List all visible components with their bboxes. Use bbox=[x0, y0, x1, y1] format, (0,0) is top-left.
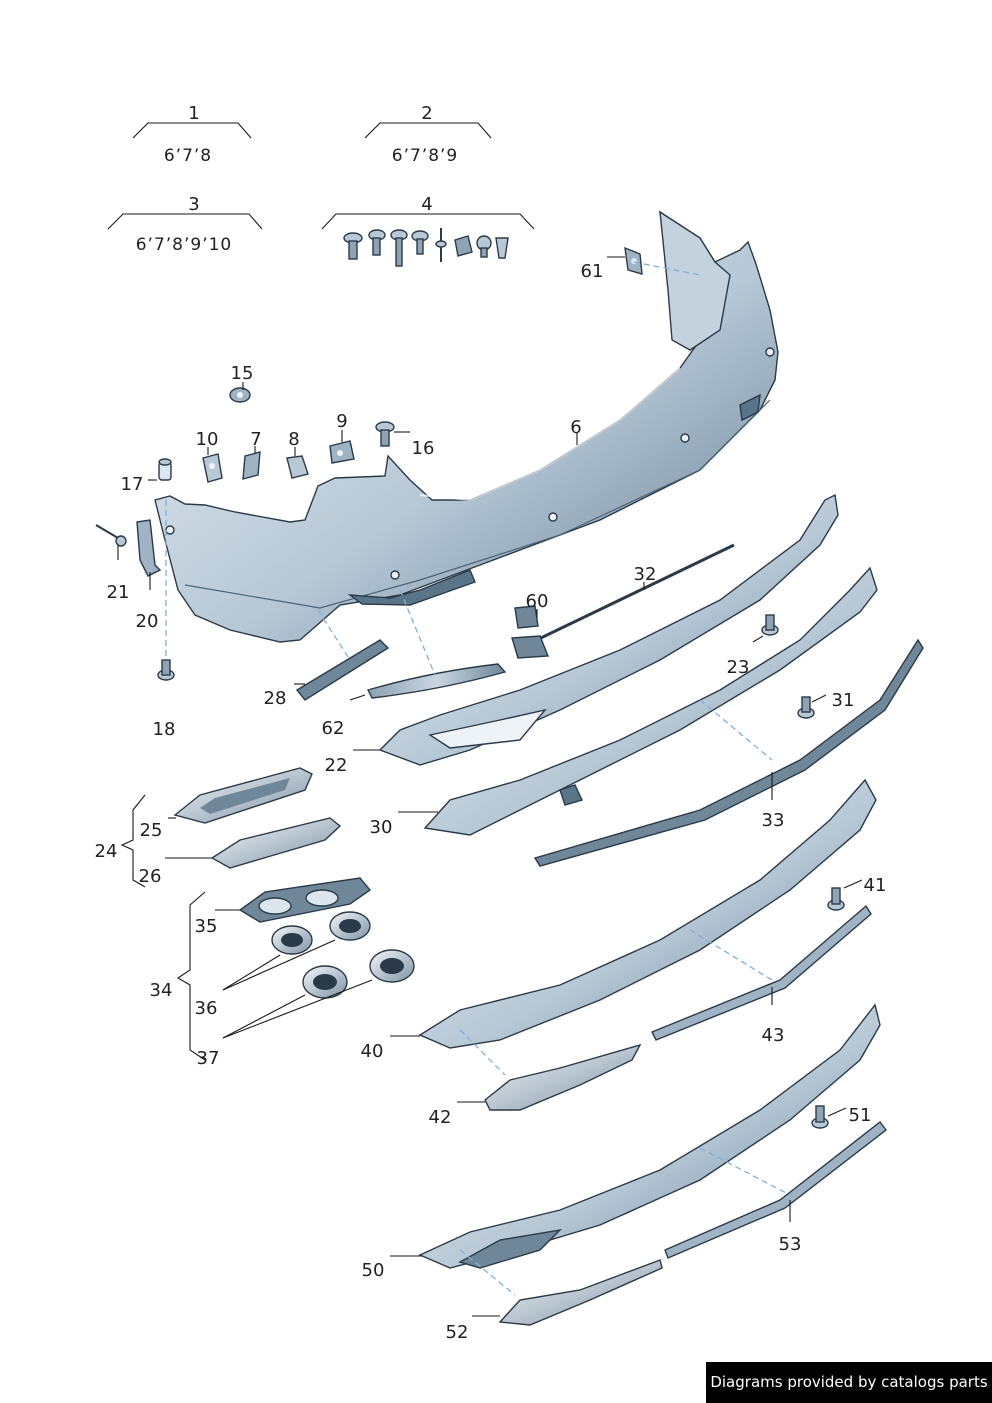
part-22-diffuser bbox=[378, 493, 839, 766]
group-bracket-4: 4 bbox=[321, 194, 535, 230]
callout-35: 35 bbox=[195, 916, 218, 937]
part-9-clip bbox=[329, 440, 355, 464]
callout-22: 22 bbox=[325, 755, 348, 776]
callout-62: 62 bbox=[322, 718, 345, 739]
part-23-screw bbox=[761, 614, 779, 636]
part-21-rivet bbox=[95, 524, 127, 547]
callout-10: 10 bbox=[196, 429, 219, 450]
screw-4 bbox=[411, 230, 429, 255]
callout-16: 16 bbox=[412, 438, 435, 459]
part-37-tip-left bbox=[302, 965, 348, 999]
assembly-lines bbox=[165, 261, 791, 1296]
callout-60: 60 bbox=[526, 591, 549, 612]
group-2-id: 2 bbox=[421, 103, 432, 124]
part-36-tip-left bbox=[271, 925, 313, 955]
leader-lines bbox=[117, 256, 863, 1317]
callout-32: 32 bbox=[634, 564, 657, 585]
part-15-nut bbox=[229, 387, 251, 403]
callout-7: 7 bbox=[250, 429, 261, 450]
group-3-sub: 6’7’8’9’10 bbox=[136, 235, 233, 255]
part-42-insert bbox=[484, 1043, 642, 1111]
part-51-screw bbox=[811, 1105, 829, 1129]
part-61-bracket bbox=[624, 246, 643, 275]
callout-34: 34 bbox=[150, 980, 173, 1001]
part-32-wiring bbox=[511, 543, 735, 659]
part-31-screw bbox=[797, 696, 815, 719]
callout-17: 17 bbox=[121, 474, 144, 495]
callout-37: 37 bbox=[197, 1048, 220, 1069]
part-30-diffuser bbox=[423, 566, 878, 836]
part-60-connector bbox=[514, 605, 539, 629]
part-37-tip-right bbox=[369, 949, 415, 983]
callout-53: 53 bbox=[779, 1234, 802, 1255]
part-41-screw bbox=[827, 887, 845, 911]
part-36-tip-right bbox=[329, 911, 371, 941]
callout-36: 36 bbox=[195, 998, 218, 1019]
part-52-trim bbox=[498, 1259, 663, 1326]
nut-7 bbox=[476, 235, 492, 258]
callout-50: 50 bbox=[362, 1260, 385, 1281]
callout-9: 9 bbox=[336, 411, 347, 432]
part-10-clip bbox=[202, 453, 223, 483]
callout-21: 21 bbox=[107, 582, 130, 603]
group-bracket-3: 3 6’7’8’9’10 bbox=[107, 194, 263, 255]
part-50-diffuser bbox=[418, 1003, 881, 1269]
callout-28: 28 bbox=[264, 688, 287, 709]
part-62-trim-strip bbox=[366, 663, 507, 699]
clip-6 bbox=[454, 235, 473, 257]
part-35-exhaust-frame bbox=[238, 877, 372, 923]
screw-2 bbox=[368, 229, 386, 256]
part-43-trim bbox=[651, 904, 872, 1041]
callout-31: 31 bbox=[832, 690, 855, 711]
credit-banner: Diagrams provided by catalogs parts bbox=[706, 1362, 992, 1403]
group-bracket-1: 1 6’7’8 bbox=[132, 103, 252, 166]
screw-3 bbox=[390, 229, 408, 267]
part-20-bracket bbox=[136, 519, 162, 577]
clip-8 bbox=[495, 237, 509, 259]
part-28-grille-strip bbox=[295, 639, 390, 701]
callouts: 61 6 15 10 7 8 9 16 17 21 20 18 28 62 60… bbox=[95, 261, 887, 1343]
callout-18: 18 bbox=[153, 719, 176, 740]
callout-40: 40 bbox=[361, 1041, 384, 1062]
part-40-diffuser bbox=[418, 778, 877, 1049]
callout-25: 25 bbox=[140, 820, 163, 841]
group-1-id: 1 bbox=[188, 103, 199, 124]
part-17-plug bbox=[158, 458, 172, 481]
callout-61: 61 bbox=[581, 261, 604, 282]
fastener-set bbox=[343, 228, 509, 267]
group-4-id: 4 bbox=[421, 194, 432, 215]
group-bracket-2: 2 6’7’8’9 bbox=[364, 103, 492, 166]
callout-20: 20 bbox=[136, 611, 159, 632]
part-16-screw bbox=[375, 421, 395, 447]
callout-6: 6 bbox=[570, 417, 581, 438]
callout-24: 24 bbox=[95, 841, 118, 862]
callout-30: 30 bbox=[370, 817, 393, 838]
callout-23: 23 bbox=[727, 657, 750, 678]
part-53-strip bbox=[664, 1121, 887, 1259]
callout-41: 41 bbox=[864, 875, 887, 896]
bumper-cover bbox=[154, 210, 779, 643]
part-25-frame bbox=[173, 767, 313, 824]
callout-15: 15 bbox=[231, 363, 254, 384]
group-1-sub: 6’7’8 bbox=[164, 146, 212, 166]
group-2-sub: 6’7’8’9 bbox=[392, 146, 458, 166]
part-7-clip bbox=[242, 451, 261, 480]
part-18-screw bbox=[157, 659, 175, 681]
part-26-reflector bbox=[210, 817, 342, 869]
callout-8: 8 bbox=[288, 429, 299, 450]
callout-51: 51 bbox=[849, 1105, 872, 1126]
callout-43: 43 bbox=[762, 1025, 785, 1046]
part-33-trim bbox=[533, 638, 924, 867]
callout-26: 26 bbox=[139, 866, 162, 887]
group-3-id: 3 bbox=[188, 194, 199, 215]
callout-42: 42 bbox=[429, 1107, 452, 1128]
callout-33: 33 bbox=[762, 810, 785, 831]
pin-5 bbox=[435, 228, 447, 262]
part-8-clip bbox=[286, 455, 309, 479]
callout-52: 52 bbox=[446, 1322, 469, 1343]
screw-1 bbox=[343, 232, 363, 260]
